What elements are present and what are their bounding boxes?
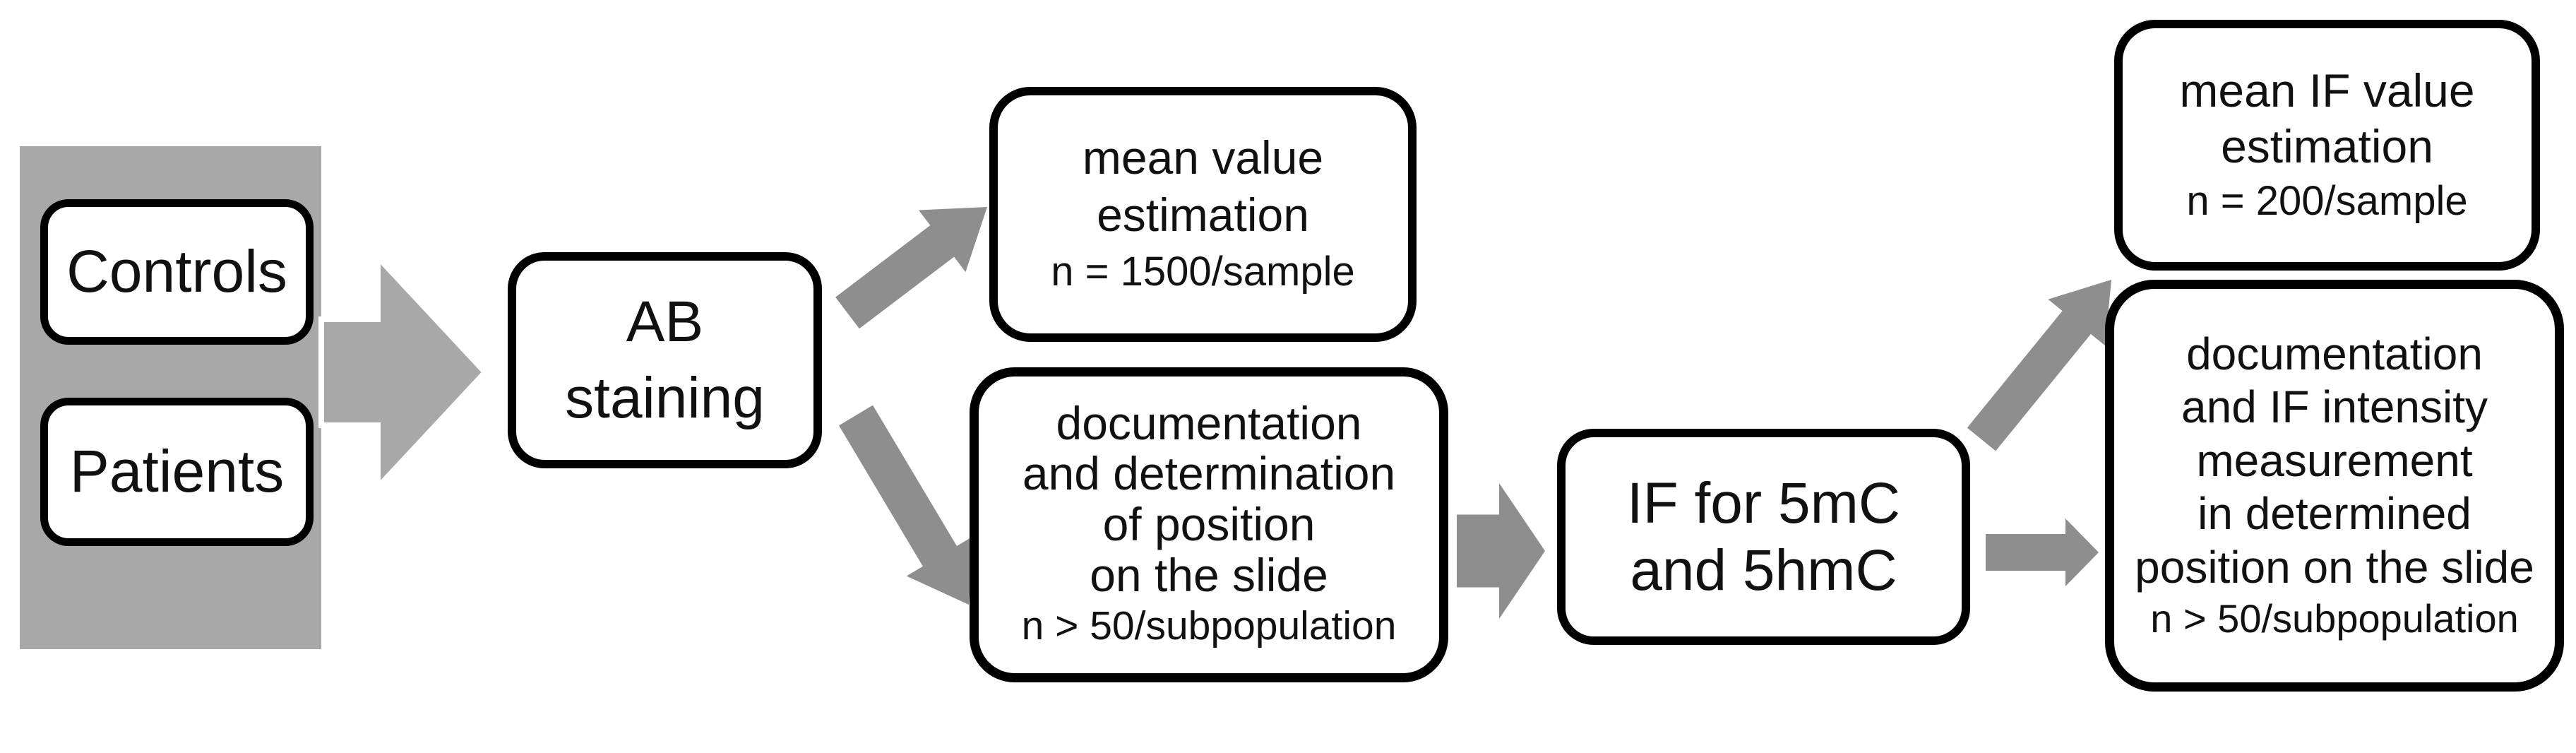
node-if-staining-line: IF for 5mC [1626, 470, 1901, 535]
node-mean-if-line: mean IF value [2179, 64, 2475, 117]
node-doc-if-sample-size: n > 50/subpopulation [2150, 596, 2519, 641]
node-doc-position-line: of position [1102, 498, 1316, 551]
arrow-input-to-ab [318, 249, 489, 495]
node-mean-if-line: estimation [2221, 119, 2433, 172]
node-doc-position-line: and determination [1022, 447, 1396, 500]
node-mean-value-line: mean value [1082, 131, 1324, 184]
node-mean-if-sample-size: n = 200/sample [2186, 177, 2468, 224]
arrow-doc-position-to-if [1457, 483, 1545, 619]
node-ab-staining-line: AB [626, 289, 704, 354]
arrow-ab-to-mean-value [835, 207, 987, 329]
node-doc-position-line: documentation [1056, 396, 1362, 449]
node-doc-position-line: on the slide [1090, 549, 1328, 602]
node-ab-staining: AB staining [508, 252, 822, 468]
node-patients: Patients [40, 398, 314, 546]
node-controls-label: Controls [66, 238, 287, 305]
node-mean-value-estimation: mean value estimation n = 1500/sample [989, 87, 1417, 342]
node-mean-value-sample-size: n = 1500/sample [1051, 249, 1355, 295]
node-doc-if-line: and IF intensity [2181, 381, 2488, 433]
node-controls: Controls [40, 199, 314, 345]
node-doc-if-line: measurement [2196, 434, 2473, 486]
arrow-if-to-doc-if [1986, 518, 2099, 586]
node-ab-staining-line: staining [565, 366, 765, 430]
node-doc-if-line: position on the slide [2135, 541, 2534, 593]
node-patients-label: Patients [69, 438, 285, 505]
node-doc-position-sample-size: n > 50/subpopulation [1021, 603, 1397, 649]
node-mean-value-line: estimation [1097, 189, 1309, 242]
node-documentation-position: documentation and determination of posit… [970, 367, 1448, 682]
node-doc-if-line: documentation [2186, 328, 2483, 379]
node-if-staining: IF for 5mC and 5hmC [1557, 429, 1970, 645]
node-doc-if-line: in determined [2198, 488, 2471, 540]
arrow-if-to-mean-if [1967, 280, 2111, 451]
node-mean-if-value: mean IF value estimation n = 200/sample [2114, 20, 2540, 271]
arrow-ab-to-doc-position [839, 405, 974, 605]
node-documentation-if-intensity: documentation and IF intensity measureme… [2105, 280, 2564, 692]
node-if-staining-line: and 5hmC [1630, 538, 1897, 603]
